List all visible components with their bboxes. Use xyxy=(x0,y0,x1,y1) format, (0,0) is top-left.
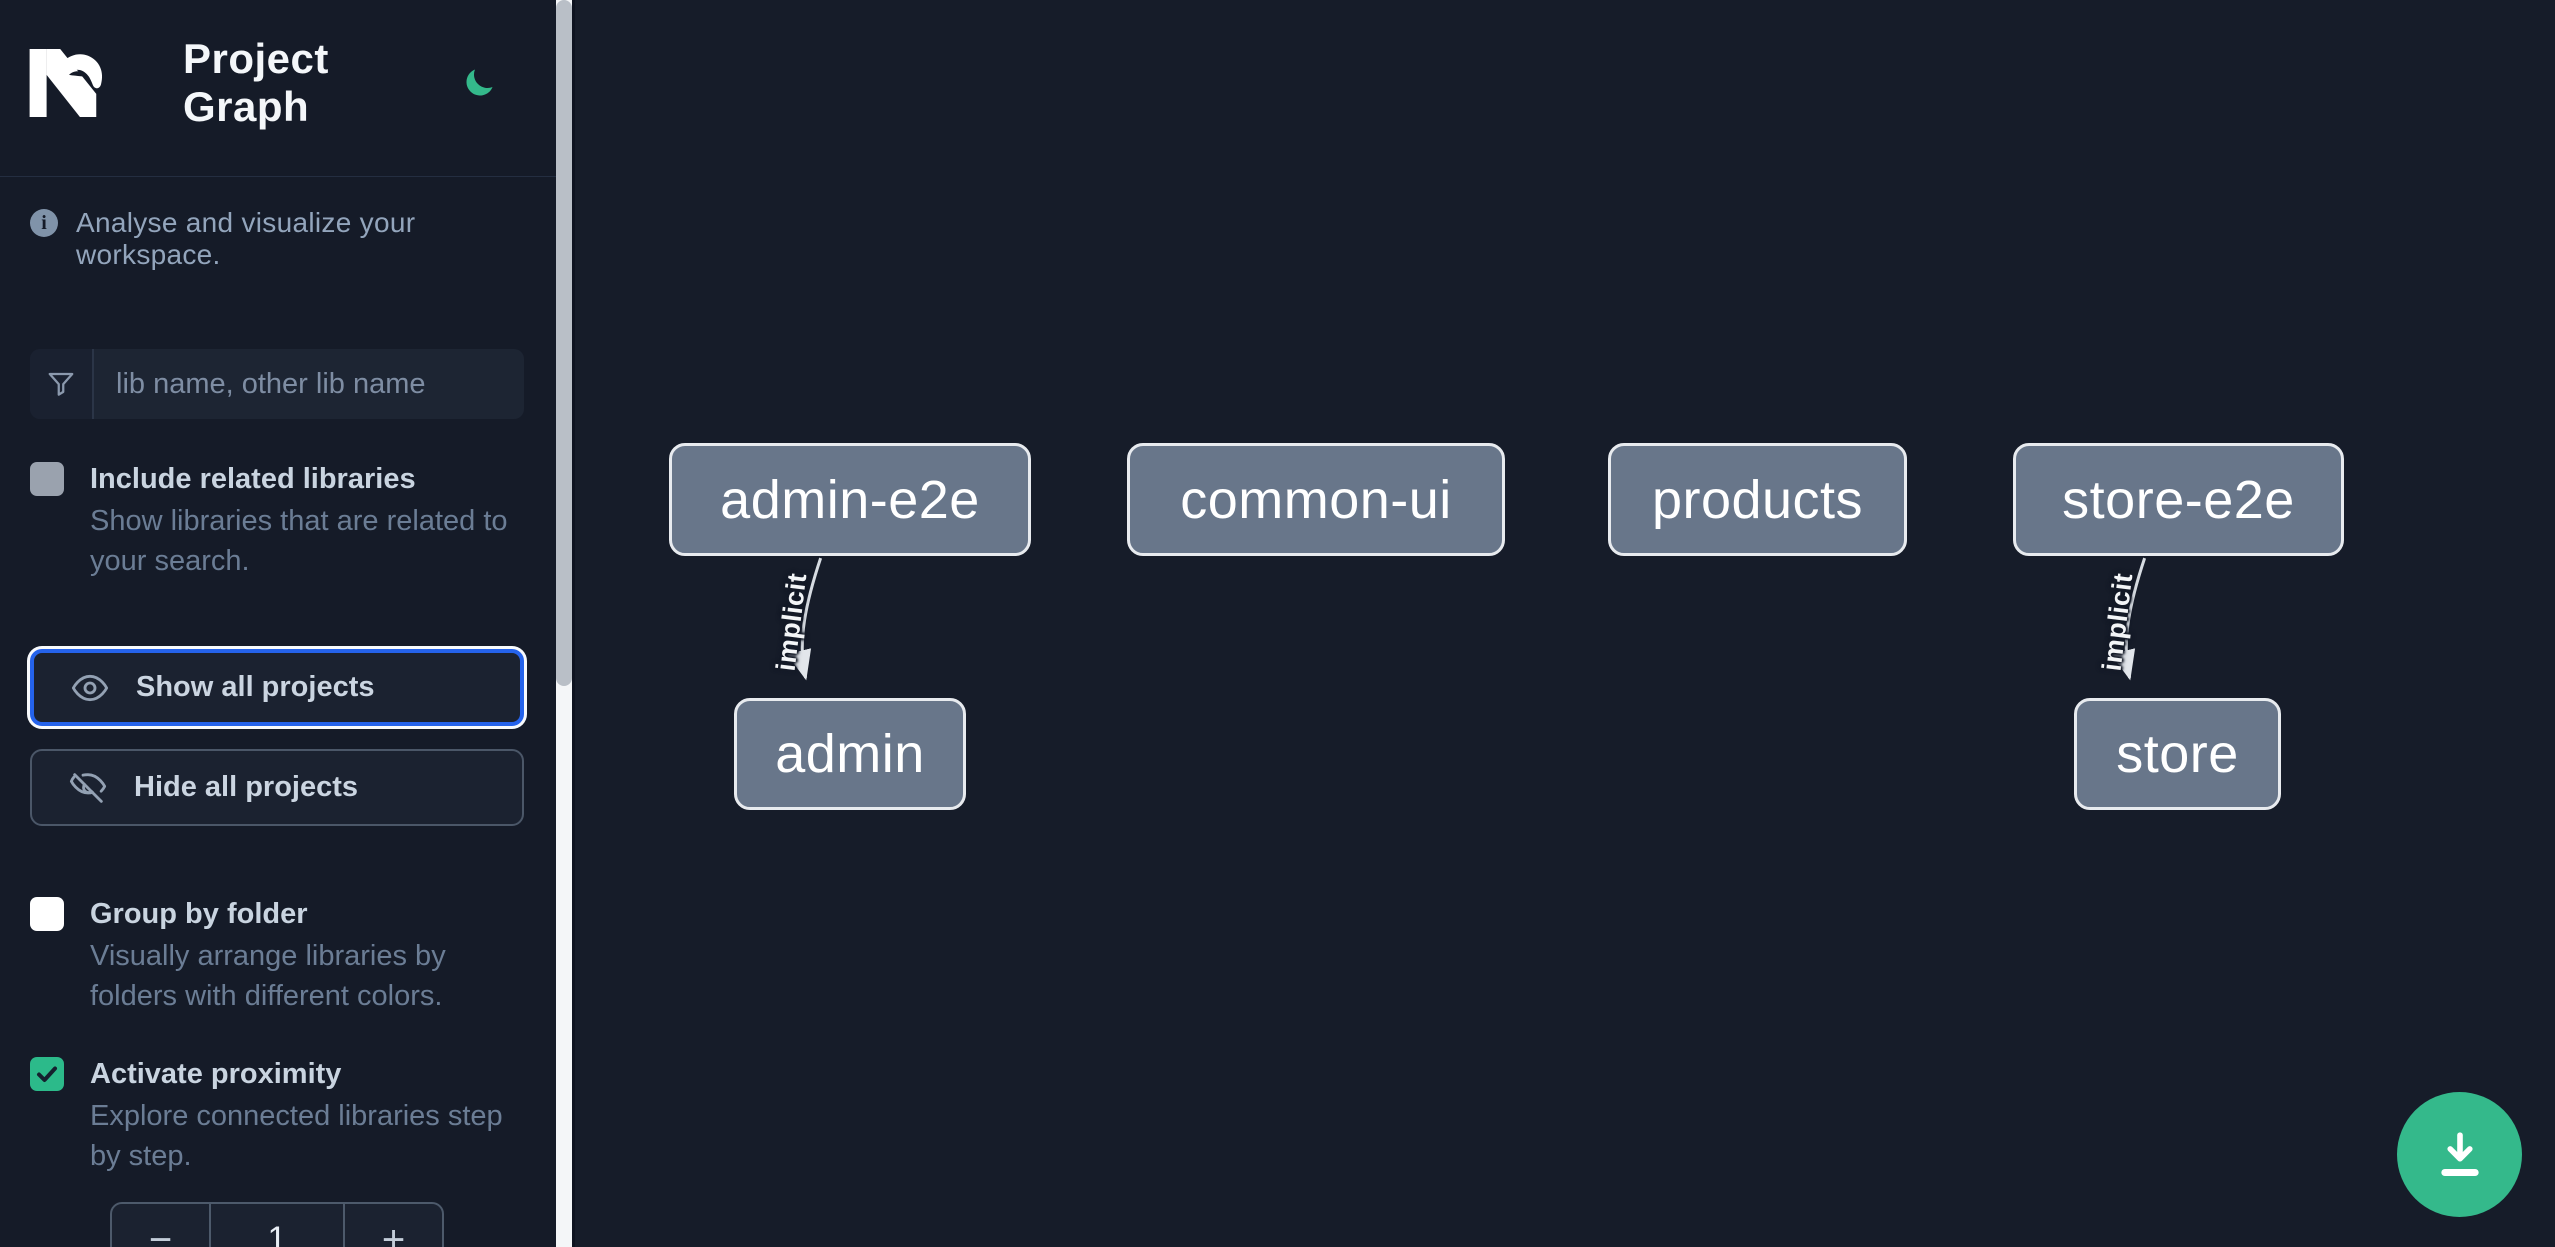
download-image-button[interactable] xyxy=(2397,1092,2522,1217)
eye-icon xyxy=(71,674,109,701)
graph-node-store[interactable]: store xyxy=(2074,698,2281,810)
activate-proximity-checkbox[interactable] xyxy=(30,1057,64,1091)
download-icon xyxy=(2440,1131,2479,1176)
funnel-filter-icon xyxy=(30,349,94,419)
sidebar-scrollbar-thumb[interactable] xyxy=(556,0,572,686)
graph-edge-store-e2e-store[interactable] xyxy=(2110,557,2147,681)
group-by-folder-description: Visually arrange libraries by folders wi… xyxy=(90,940,446,1012)
sidebar: Project Graph i Analyse and visualize yo… xyxy=(0,0,556,1247)
workspace-info: i Analyse and visualize your workspace. xyxy=(30,207,524,271)
activate-proximity-toggle: Activate proximity Explore connected lib… xyxy=(30,1054,524,1176)
search-box xyxy=(30,349,524,419)
include-related-label[interactable]: Include related libraries xyxy=(90,463,416,495)
include-related-description: Show libraries that are related to your … xyxy=(90,505,508,577)
graph-node-admin-e2e[interactable]: admin-e2e xyxy=(669,443,1031,556)
proximity-stepper: − 1 + xyxy=(110,1202,444,1247)
graph-edges xyxy=(786,557,2147,681)
checkmark-icon xyxy=(37,1066,57,1082)
app-header: Project Graph xyxy=(0,0,556,177)
page-title: Project Graph xyxy=(183,35,329,130)
proximity-increment-button[interactable]: + xyxy=(345,1204,442,1247)
info-icon: i xyxy=(30,209,58,237)
proximity-value[interactable]: 1 xyxy=(209,1204,345,1247)
search-input[interactable] xyxy=(94,349,524,419)
graph-edge-admin-e2e-admin[interactable] xyxy=(786,557,823,681)
hide-all-projects-label: Hide all projects xyxy=(134,771,359,803)
graph-node-products[interactable]: products xyxy=(1608,443,1907,556)
project-visibility-buttons: Show all projects Hide all projects xyxy=(30,649,524,826)
hide-all-projects-button[interactable]: Hide all projects xyxy=(30,749,524,826)
activate-proximity-description: Explore connected libraries step by step… xyxy=(90,1100,503,1172)
sidebar-scrollbar-track[interactable] xyxy=(556,0,572,1247)
nx-logo-icon xyxy=(29,49,103,117)
include-related-checkbox[interactable] xyxy=(30,462,64,496)
show-all-projects-button[interactable]: Show all projects xyxy=(30,649,524,726)
theme-toggle-button[interactable] xyxy=(461,63,500,103)
graph-node-admin[interactable]: admin xyxy=(734,698,966,810)
group-by-folder-toggle: Group by folder Visually arrange librari… xyxy=(30,894,524,1016)
activate-proximity-label[interactable]: Activate proximity xyxy=(90,1058,342,1090)
include-related-toggle: Include related libraries Show libraries… xyxy=(30,459,524,581)
show-all-projects-label: Show all projects xyxy=(136,671,375,703)
group-by-folder-label[interactable]: Group by folder xyxy=(90,898,308,930)
moon-icon xyxy=(466,68,493,96)
graph-node-store-e2e[interactable]: store-e2e xyxy=(2013,443,2344,556)
info-text: Analyse and visualize your workspace. xyxy=(76,207,416,270)
eye-off-icon xyxy=(69,772,107,803)
graph-node-common-ui[interactable]: common-ui xyxy=(1127,443,1505,556)
group-by-folder-checkbox[interactable] xyxy=(30,897,64,931)
proximity-decrement-button[interactable]: − xyxy=(112,1204,209,1247)
sidebar-body: i Analyse and visualize your workspace. … xyxy=(0,177,556,1247)
